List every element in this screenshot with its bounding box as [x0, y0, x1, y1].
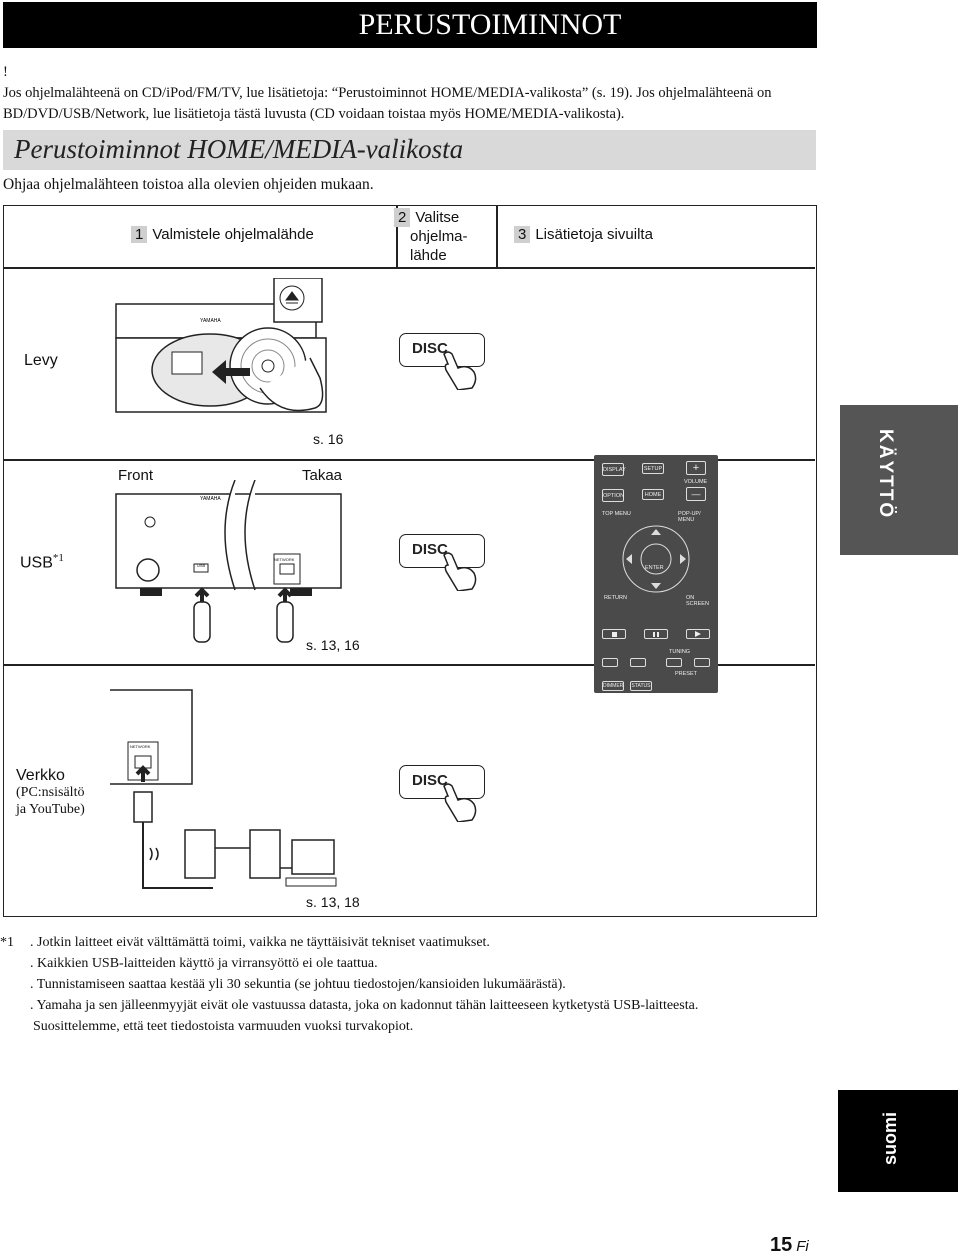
section-heading-bar: [3, 130, 816, 170]
hand-press-icon: [443, 351, 477, 390]
section-heading: Perustoiminnot HOME/MEDIA-valikosta: [14, 134, 464, 164]
language-tab-label: suomi: [880, 1112, 900, 1166]
procedure-table: [3, 205, 817, 917]
row-label-usb: USB*1: [20, 552, 64, 572]
step-2-line-2: ohjelma-: [410, 228, 468, 245]
row-label-levy: Levy: [24, 352, 58, 369]
column-divider: [396, 206, 398, 268]
footnote-3: . Tunnistamiseen saattaa kestää yli 30 s…: [30, 977, 566, 992]
usb-footnote-marker: *1: [52, 552, 64, 564]
enter-button: ENTER: [645, 565, 664, 571]
step-3-label: Lisätietoja sivuilta: [535, 226, 653, 243]
network-port-label-rear: NETWORK: [274, 557, 295, 562]
page-ref-network: s. 13, 18: [306, 894, 360, 910]
page-suffix: Fi: [796, 1238, 809, 1255]
front-label: Front: [118, 467, 154, 484]
status-button: STATUS: [630, 681, 652, 691]
row-divider: [4, 664, 815, 666]
intro-mark: !: [3, 64, 8, 80]
preset-label: PRESET: [675, 671, 698, 677]
forward-button: [666, 658, 682, 667]
top-menu-label: TOP MENU: [602, 511, 631, 517]
play-button: [686, 629, 710, 639]
header-divider: [4, 267, 815, 269]
skip-forward-button: [694, 658, 710, 667]
volume-label: VOLUME: [684, 479, 708, 485]
disc-tray-illustration: YAMAHA: [115, 278, 327, 413]
popup-menu-label: POP-UP/ MENU: [678, 511, 701, 523]
hand-press-icon: [443, 783, 477, 822]
stop-button: [602, 629, 626, 639]
step-2-line-1: Valitse: [415, 209, 460, 226]
language-tab: suomi: [838, 1090, 958, 1192]
rewind-button: [630, 658, 646, 667]
intro-line-1: Jos ohjelmalähteenä on CD/iPod/FM/TV, lu…: [3, 85, 772, 101]
svg-text:YAMAHA: YAMAHA: [200, 318, 221, 324]
disc-button-levy: DISC: [399, 333, 485, 367]
step-2-line-3: lähde: [410, 247, 447, 264]
footnote-marker: *1: [0, 935, 14, 950]
network-detail-2: ja YouTube): [16, 802, 85, 817]
on-screen-label: ON SCREEN: [686, 595, 709, 607]
rear-label: Takaa: [302, 467, 343, 484]
hand-press-icon: [443, 552, 477, 591]
skip-back-button: [602, 658, 618, 667]
remote-control-illustration: DISPLAY SETUP + VOLUME OPTION HOME — TOP…: [594, 455, 718, 693]
network-port-label: NETWORK: [130, 744, 151, 749]
section-subtitle: Ohjaa ohjelmalähteen toistoa alla olevie…: [3, 176, 374, 193]
dimmer-button: DIMMER: [602, 681, 624, 691]
network-connection-illustration: [110, 689, 337, 889]
step-3-number: 3: [514, 226, 531, 243]
disc-button-usb: DISC: [399, 534, 485, 568]
intro-text: ! Jos ohjelmalähteenä on CD/iPod/FM/TV, …: [3, 62, 833, 125]
volume-up-button: +: [686, 461, 706, 475]
home-button: HOME: [642, 489, 664, 500]
step-2-number: 2: [394, 208, 411, 227]
return-label: RETURN: [604, 595, 627, 601]
page-ref-usb: s. 13, 16: [306, 637, 360, 653]
page-title-bar: PERUSTOIMINNOT: [3, 2, 817, 48]
footnote-2: . Kaikkien USB-laitteiden käyttö ja virr…: [30, 956, 378, 971]
network-label: Verkko: [16, 767, 65, 784]
row-divider: [4, 459, 815, 461]
option-button: OPTION: [602, 489, 624, 502]
row-label-network: Verkko (PC:nsisältö ja YouTube): [16, 767, 85, 818]
navigation-pad-icon: [622, 525, 690, 593]
svg-text:YAMAHA: YAMAHA: [200, 496, 221, 502]
page-title: PERUSTOIMINNOT: [358, 8, 622, 41]
footnote-4-continuation: Suosittelemme, että teet tiedostoista va…: [33, 1019, 414, 1034]
volume-down-button: —: [686, 487, 706, 501]
section-side-tab-label: KÄYTTÖ: [875, 429, 896, 520]
tuning-label: TUNING: [669, 649, 691, 655]
footnote-4: . Yamaha ja sen jälleenmyyjät eivät ole …: [30, 998, 699, 1013]
column-divider: [496, 206, 498, 268]
usb-connection-illustration: YAMAHA: [115, 480, 342, 643]
section-side-tab: KÄYTTÖ: [840, 405, 958, 555]
footnotes: *1. Jotkin laitteet eivät välttämättä to…: [0, 932, 830, 1037]
usb-port-label: USB: [197, 563, 206, 568]
network-detail-1: (PC:nsisältö: [16, 785, 85, 800]
page-ref-levy: s. 16: [313, 431, 344, 447]
setup-button: SETUP: [642, 463, 664, 474]
pause-button: [644, 629, 668, 639]
footnote-1: *1. Jotkin laitteet eivät välttämättä to…: [0, 932, 830, 953]
intro-line-2: BD/DVD/USB/Network, lue lisätietoja täst…: [3, 106, 625, 122]
display-button: DISPLAY: [602, 463, 626, 476]
disc-button-network: DISC: [399, 765, 485, 799]
step-1-number: 1: [131, 226, 148, 243]
step-1-label: Valmistele ohjelmalähde: [152, 226, 314, 243]
